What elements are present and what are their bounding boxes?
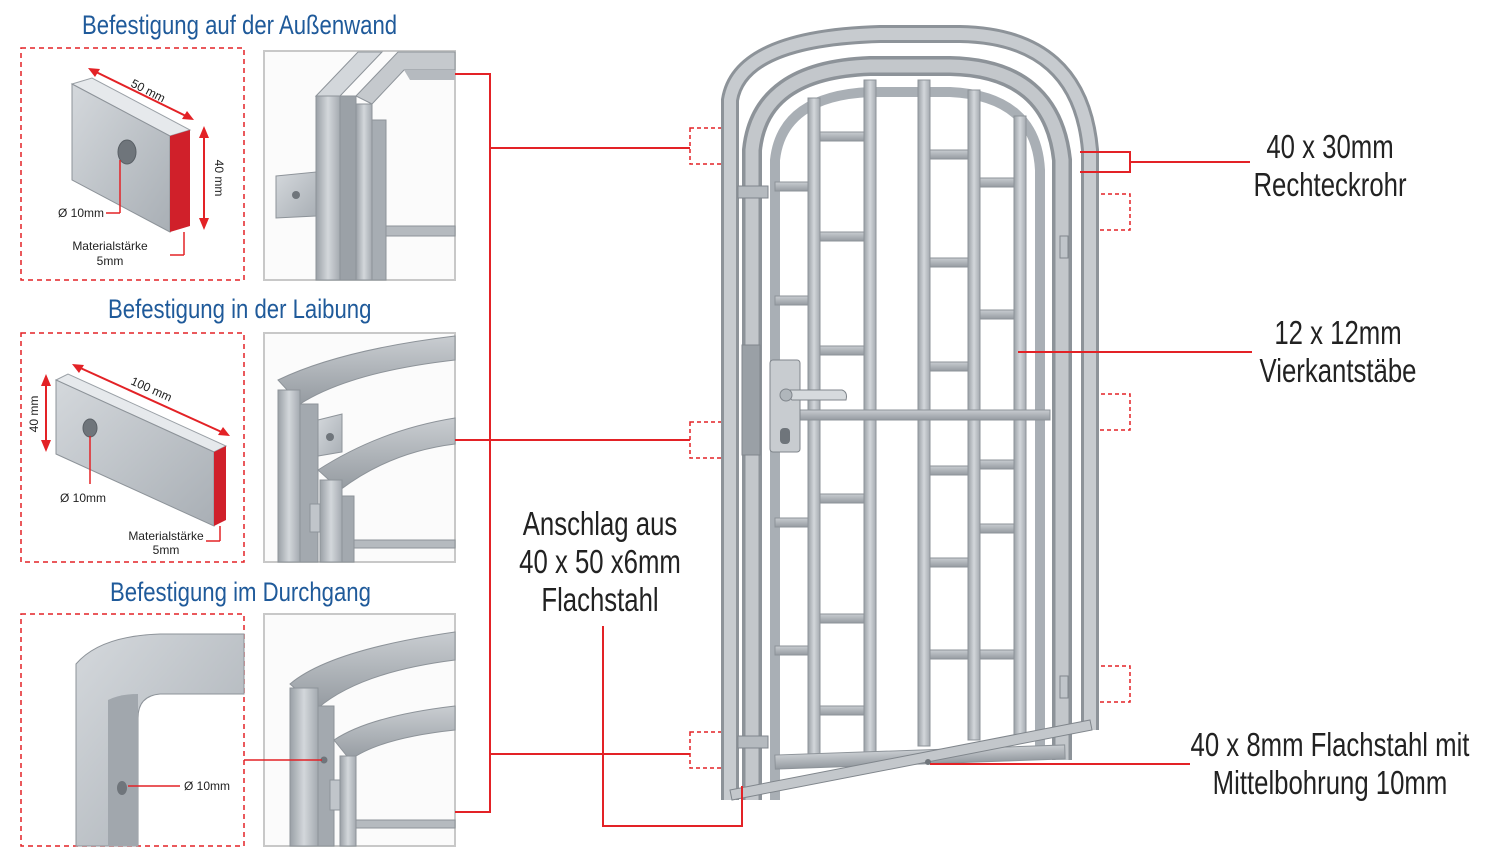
thickness-value: 5mm: [97, 254, 124, 268]
hotspot-bottom-right: [1093, 665, 1131, 703]
spec-stop-line3: Flachstahl: [541, 581, 659, 618]
security-door: [721, 25, 1099, 801]
hinge-bottom: [1059, 675, 1069, 699]
plate-detail-frame-2: [20, 332, 245, 563]
spec-stop: Anschlag aus 40 x 50 x6mm Flachstahl: [506, 505, 693, 619]
bottom-flat-steel: [729, 719, 1093, 801]
section-reveal: 100 mm 40 mm Ø 10mm Materialstärke 5mm: [20, 332, 456, 563]
hotspot-top-left: [689, 127, 727, 165]
hinge-top: [1059, 235, 1069, 259]
section-title-reveal: Befestigung in der Laibung: [108, 294, 372, 324]
dimension-arrow-width: [91, 69, 191, 119]
spec-bottom: 40 x 8mm Flachstahl mit Mittelbohrung 10…: [1190, 726, 1471, 802]
thickness-value-2: 5mm: [153, 543, 180, 557]
hole-diameter-label-3: Ø 10mm: [184, 779, 230, 793]
mounting-hole: [117, 139, 137, 165]
spec-callouts: [602, 151, 1252, 827]
mounting-hole-3: [117, 781, 127, 795]
thickness-label: Materialstärke: [72, 239, 148, 253]
thickness-label-2: Materialstärke: [128, 529, 204, 543]
section-outer-wall: 50 mm 40 mm Ø 10mm Materialstärke 5mm: [20, 47, 456, 281]
hotspot-top-right: [1093, 193, 1131, 231]
spec-bottom-line2: Mittelbohrung 10mm: [1212, 764, 1448, 801]
spec-bars-line2: Vierkantstäbe: [1259, 352, 1417, 389]
passage-mount-render: [289, 631, 456, 847]
section-title-outer-wall: Befestigung auf der Außenwand: [82, 10, 398, 40]
spec-frame-line1: 40 x 30mm: [1266, 128, 1394, 165]
door-lock: [741, 344, 847, 456]
dimension-height-label: 40 mm: [212, 160, 226, 197]
spec-stop-line1: Anschlag aus: [522, 505, 678, 542]
mounting-hole-2: [82, 418, 98, 438]
reveal-mount-render: [277, 335, 456, 563]
hotspot-mid-right: [1093, 393, 1131, 431]
dimension-height-label-2: 40 mm: [27, 396, 41, 433]
wall-mount-render: [275, 51, 456, 281]
spec-bottom-line1: 40 x 8mm Flachstahl mit: [1190, 726, 1470, 763]
door-handle: [782, 389, 847, 401]
passage-frame-closeup: [75, 633, 245, 847]
frame-detail-frame-3: [20, 613, 245, 847]
hotspot-bottom-left: [689, 731, 727, 769]
keyhole: [780, 428, 790, 444]
spec-bars-line1: 12 x 12mm: [1274, 314, 1402, 351]
section-title-passage: Befestigung im Durchgang: [110, 577, 371, 607]
lock-plate: [769, 359, 801, 453]
spec-stop-line2: 40 x 50 x6mm: [519, 543, 681, 580]
connector-bracket: [455, 73, 690, 813]
hole-diameter-label-2: Ø 10mm: [60, 491, 106, 505]
mounting-plate-small: [70, 77, 192, 233]
plate-detail-frame: [20, 47, 245, 281]
spec-bars: 12 x 12mm Vierkantstäbe: [1244, 314, 1431, 390]
hotspot-mid-left: [689, 421, 727, 459]
spec-frame-line2: Rechteckrohr: [1253, 166, 1407, 203]
section-passage: Ø 10mm: [20, 613, 456, 847]
middle-rail: [789, 409, 1051, 421]
hole-diameter-label: Ø 10mm: [58, 206, 104, 220]
mounting-plate-long: [54, 373, 228, 527]
spec-frame: 40 x 30mm Rechteckrohr: [1236, 128, 1423, 204]
